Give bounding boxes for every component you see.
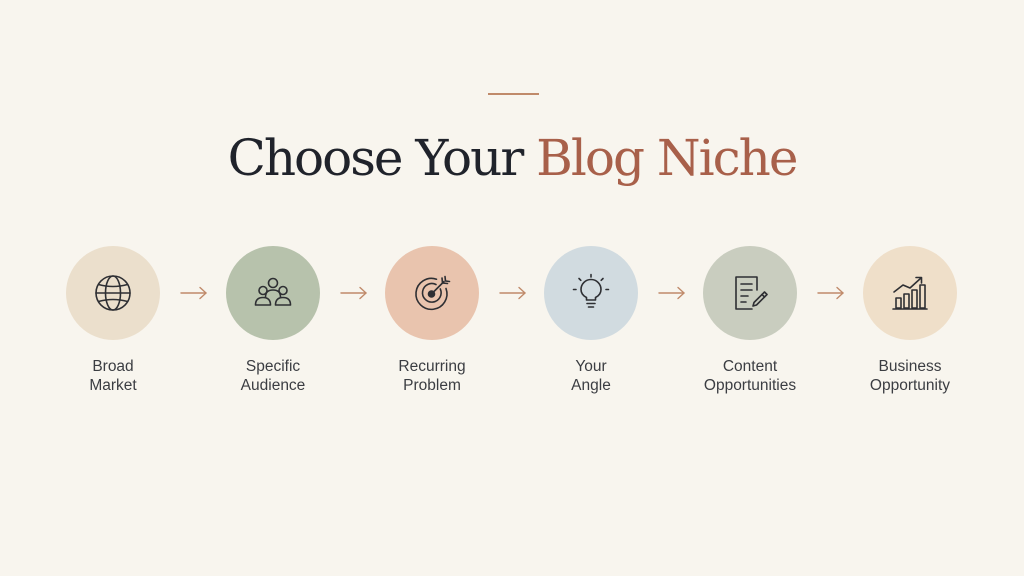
step-label-line2: Opportunity <box>869 377 951 394</box>
step-content-opportunities: Content Opportunities <box>670 246 830 395</box>
globe-icon <box>95 275 131 311</box>
lightbulb-icon <box>572 273 610 308</box>
page-title: Choose Your Blog Niche <box>0 118 1024 198</box>
step-label-line1: Business <box>878 358 942 375</box>
arrow-right-icon <box>340 286 367 300</box>
step-label-line2: Problem <box>403 377 461 394</box>
step-circle <box>385 246 479 340</box>
step-label-line1: Specific <box>245 358 301 375</box>
step-label: Business Opportunity <box>830 357 990 395</box>
step-label: Content Opportunities <box>670 357 830 395</box>
title-main: Choose Your <box>227 129 525 187</box>
step-label-line2: Market <box>89 377 137 394</box>
arrow-right-icon <box>817 286 844 300</box>
arrow-right-icon <box>180 286 207 300</box>
step-business-opportunity: Business Opportunity <box>830 246 990 395</box>
step-label-line2: Audience <box>240 377 306 394</box>
step-label-line1: Broad <box>92 358 134 375</box>
people-group-icon <box>254 277 292 306</box>
step-label-line1: Your <box>575 358 607 375</box>
step-recurring-problem: Recurring Problem <box>352 246 512 395</box>
step-label-line1: Content <box>722 358 778 375</box>
step-circle <box>863 246 957 340</box>
step-label-line1: Recurring <box>398 358 466 375</box>
step-your-angle: Your Angle <box>511 246 671 395</box>
step-label: Specific Audience <box>193 357 353 395</box>
target-icon <box>415 275 451 311</box>
step-circle <box>703 246 797 340</box>
step-label: Your Angle <box>511 357 671 395</box>
step-broad-market: Broad Market <box>33 246 193 395</box>
step-circle <box>66 246 160 340</box>
arrow-right-icon <box>658 286 685 300</box>
step-label-line2: Opportunities <box>703 377 797 394</box>
step-specific-audience: Specific Audience <box>193 246 353 395</box>
step-circle <box>226 246 320 340</box>
arrow-right-icon <box>499 286 526 300</box>
document-edit-icon <box>735 276 768 310</box>
growth-chart-icon <box>892 276 928 310</box>
title-divider <box>488 93 539 95</box>
title-accent: Blog Niche <box>536 129 798 187</box>
step-label: Recurring Problem <box>352 357 512 395</box>
step-label-line2: Angle <box>571 377 611 394</box>
step-label: Broad Market <box>33 357 193 395</box>
step-circle <box>544 246 638 340</box>
